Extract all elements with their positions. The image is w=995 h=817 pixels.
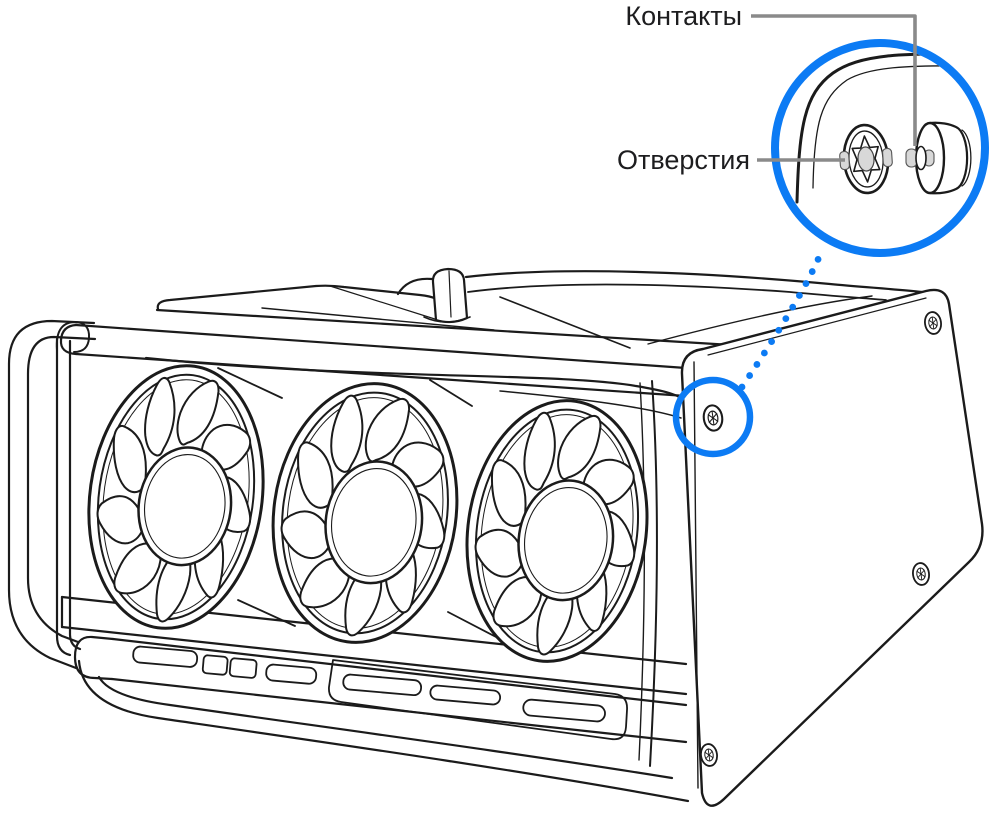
fan-housing-edge xyxy=(144,356,685,419)
fan-shroud-lines xyxy=(217,367,499,639)
highlight-ring xyxy=(672,376,754,458)
port-slot xyxy=(429,684,502,706)
rear-beam xyxy=(464,270,924,294)
label-leader-lines xyxy=(751,14,917,162)
frame-foot-post xyxy=(423,267,471,324)
top-cover xyxy=(155,267,924,349)
port-slot xyxy=(132,645,199,668)
contact-pin-detail xyxy=(905,121,972,195)
holes-label: Отверстия xyxy=(616,145,750,175)
port-slot xyxy=(228,657,258,679)
fan-1 xyxy=(87,364,265,630)
contacts-leader-line xyxy=(751,14,917,146)
screw-hole-detail xyxy=(839,123,893,195)
magnifier-callout xyxy=(771,39,989,257)
fan-2 xyxy=(271,382,459,644)
fan-3 xyxy=(465,399,649,663)
port-plate xyxy=(328,659,628,741)
contacts-label: Контакты xyxy=(625,1,742,31)
ports-strip xyxy=(73,635,688,744)
port-slot xyxy=(522,698,606,723)
bottom-frame-tube xyxy=(77,659,690,803)
fan-hub xyxy=(137,446,233,567)
chassis-corner-lines xyxy=(638,380,658,767)
side-access-panel xyxy=(680,288,984,807)
left-frame-tubes xyxy=(7,319,97,670)
port-slot xyxy=(201,654,229,676)
fan-hub xyxy=(517,479,615,602)
fan-hub xyxy=(324,460,424,585)
port-slot xyxy=(265,663,318,685)
port-slot xyxy=(342,673,423,697)
